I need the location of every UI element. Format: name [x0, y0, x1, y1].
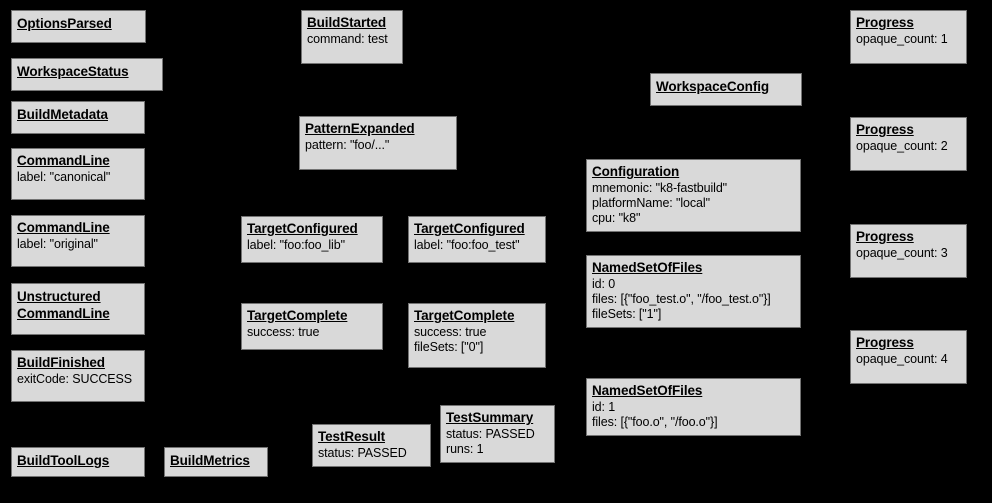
- event-node-field: cpu: "k8": [592, 211, 641, 225]
- event-node-field: success: true: [414, 325, 487, 339]
- event-node-fields: success: true: [247, 325, 377, 340]
- event-node-field: files: [{"foo_test.o", "/foo_test.o"}]: [592, 292, 771, 306]
- event-node-command-line-original[interactable]: CommandLine label: "original": [11, 215, 145, 267]
- event-node-field: label: "canonical": [17, 170, 111, 184]
- event-node-fields: status: PASSED: [318, 446, 425, 461]
- event-node-field: fileSets: ["1"]: [592, 307, 662, 321]
- event-node-fields: exitCode: SUCCESS: [17, 372, 139, 387]
- event-node-field: label: "original": [17, 237, 98, 251]
- event-node-title: TargetConfigured: [247, 221, 358, 236]
- event-node-title: Progress: [856, 122, 914, 137]
- event-node-title: Unstructured CommandLine: [17, 289, 110, 321]
- event-node-title: BuildMetrics: [170, 453, 250, 468]
- event-node-field: runs: 1: [446, 442, 484, 456]
- event-node-progress-4[interactable]: Progress opaque_count: 4: [850, 330, 967, 384]
- event-node-title: BuildStarted: [307, 15, 387, 30]
- event-node-fields: label: "canonical": [17, 170, 139, 185]
- event-node-title: TestSummary: [446, 410, 534, 425]
- event-node-field: label: "foo:foo_lib": [247, 238, 345, 252]
- event-node-build-finished[interactable]: BuildFinished exitCode: SUCCESS: [11, 350, 145, 402]
- event-node-title: BuildFinished: [17, 355, 105, 370]
- event-node-target-configured-foo-test[interactable]: TargetConfigured label: "foo:foo_test": [408, 216, 546, 263]
- event-node-progress-1[interactable]: Progress opaque_count: 1: [850, 10, 967, 64]
- event-node-title: WorkspaceStatus: [17, 64, 129, 79]
- event-node-field: status: PASSED: [446, 427, 535, 441]
- event-node-target-configured-foo-lib[interactable]: TargetConfigured label: "foo:foo_lib": [241, 216, 383, 263]
- event-node-field: command: test: [307, 32, 388, 46]
- event-node-fields: command: test: [307, 32, 397, 47]
- event-node-title: PatternExpanded: [305, 121, 415, 136]
- event-node-test-result[interactable]: TestResult status: PASSED: [312, 424, 431, 467]
- event-node-title: Progress: [856, 229, 914, 244]
- event-node-fields: label: "foo:foo_test": [414, 238, 540, 253]
- event-node-title: NamedSetOfFiles: [592, 383, 703, 398]
- event-node-field: opaque_count: 2: [856, 139, 948, 153]
- event-node-title: CommandLine: [17, 153, 110, 168]
- event-node-title: Progress: [856, 335, 914, 350]
- event-node-build-metrics[interactable]: BuildMetrics: [164, 447, 268, 477]
- event-node-progress-3[interactable]: Progress opaque_count: 3: [850, 224, 967, 278]
- event-node-field: id: 1: [592, 400, 616, 414]
- event-node-fields: opaque_count: 2: [856, 139, 961, 154]
- event-node-configuration[interactable]: Configuration mnemonic: "k8-fastbuild"pla…: [586, 159, 801, 232]
- event-node-fields: label: "foo:foo_lib": [247, 238, 377, 253]
- event-node-title: Configuration: [592, 164, 680, 179]
- event-node-title: TestResult: [318, 429, 386, 444]
- event-node-field: exitCode: SUCCESS: [17, 372, 133, 386]
- event-node-field: status: PASSED: [318, 446, 407, 460]
- event-node-fields: mnemonic: "k8-fastbuild"platformName: "l…: [592, 181, 795, 226]
- event-node-build-started[interactable]: BuildStarted command: test: [301, 10, 403, 64]
- event-node-fields: label: "original": [17, 237, 139, 252]
- event-node-fields: opaque_count: 1: [856, 32, 961, 47]
- event-node-options-parsed[interactable]: OptionsParsed: [11, 10, 146, 43]
- event-node-unstructured-command-line[interactable]: Unstructured CommandLine: [11, 283, 145, 335]
- event-node-build-tool-logs[interactable]: BuildToolLogs: [11, 447, 145, 477]
- event-node-field: opaque_count: 3: [856, 246, 948, 260]
- event-node-progress-2[interactable]: Progress opaque_count: 2: [850, 117, 967, 171]
- event-node-field: fileSets: ["0"]: [414, 340, 484, 354]
- event-node-workspace-config[interactable]: WorkspaceConfig: [650, 73, 802, 106]
- event-node-fields: opaque_count: 4: [856, 352, 961, 367]
- event-node-command-line-canonical[interactable]: CommandLine label: "canonical": [11, 148, 145, 200]
- event-node-title: BuildToolLogs: [17, 453, 110, 468]
- event-node-target-complete-foo-lib[interactable]: TargetComplete success: true: [241, 303, 383, 350]
- event-node-field: files: [{"foo.o", "/foo.o"}]: [592, 415, 718, 429]
- event-node-title: NamedSetOfFiles: [592, 260, 703, 275]
- event-node-title: Progress: [856, 15, 914, 30]
- event-node-field: opaque_count: 4: [856, 352, 948, 366]
- event-node-build-metadata[interactable]: BuildMetadata: [11, 101, 145, 134]
- event-node-field: mnemonic: "k8-fastbuild": [592, 181, 728, 195]
- event-node-field: id: 0: [592, 277, 616, 291]
- event-node-title: CommandLine: [17, 220, 110, 235]
- event-node-title: TargetConfigured: [414, 221, 525, 236]
- event-node-title: BuildMetadata: [17, 107, 108, 122]
- event-node-field: label: "foo:foo_test": [414, 238, 520, 252]
- event-node-field: success: true: [247, 325, 320, 339]
- event-node-field: opaque_count: 1: [856, 32, 948, 46]
- event-node-title: WorkspaceConfig: [656, 79, 770, 94]
- event-node-title: TargetComplete: [247, 308, 348, 323]
- event-node-title: OptionsParsed: [17, 16, 112, 31]
- event-node-fields: pattern: "foo/...": [305, 138, 451, 153]
- event-node-pattern-expanded[interactable]: PatternExpanded pattern: "foo/...": [299, 116, 457, 170]
- event-node-title: TargetComplete: [414, 308, 515, 323]
- event-node-field: platformName: "local": [592, 196, 710, 210]
- event-node-workspace-status[interactable]: WorkspaceStatus: [11, 58, 163, 91]
- event-node-field: pattern: "foo/...": [305, 138, 390, 152]
- event-node-fields: opaque_count: 3: [856, 246, 961, 261]
